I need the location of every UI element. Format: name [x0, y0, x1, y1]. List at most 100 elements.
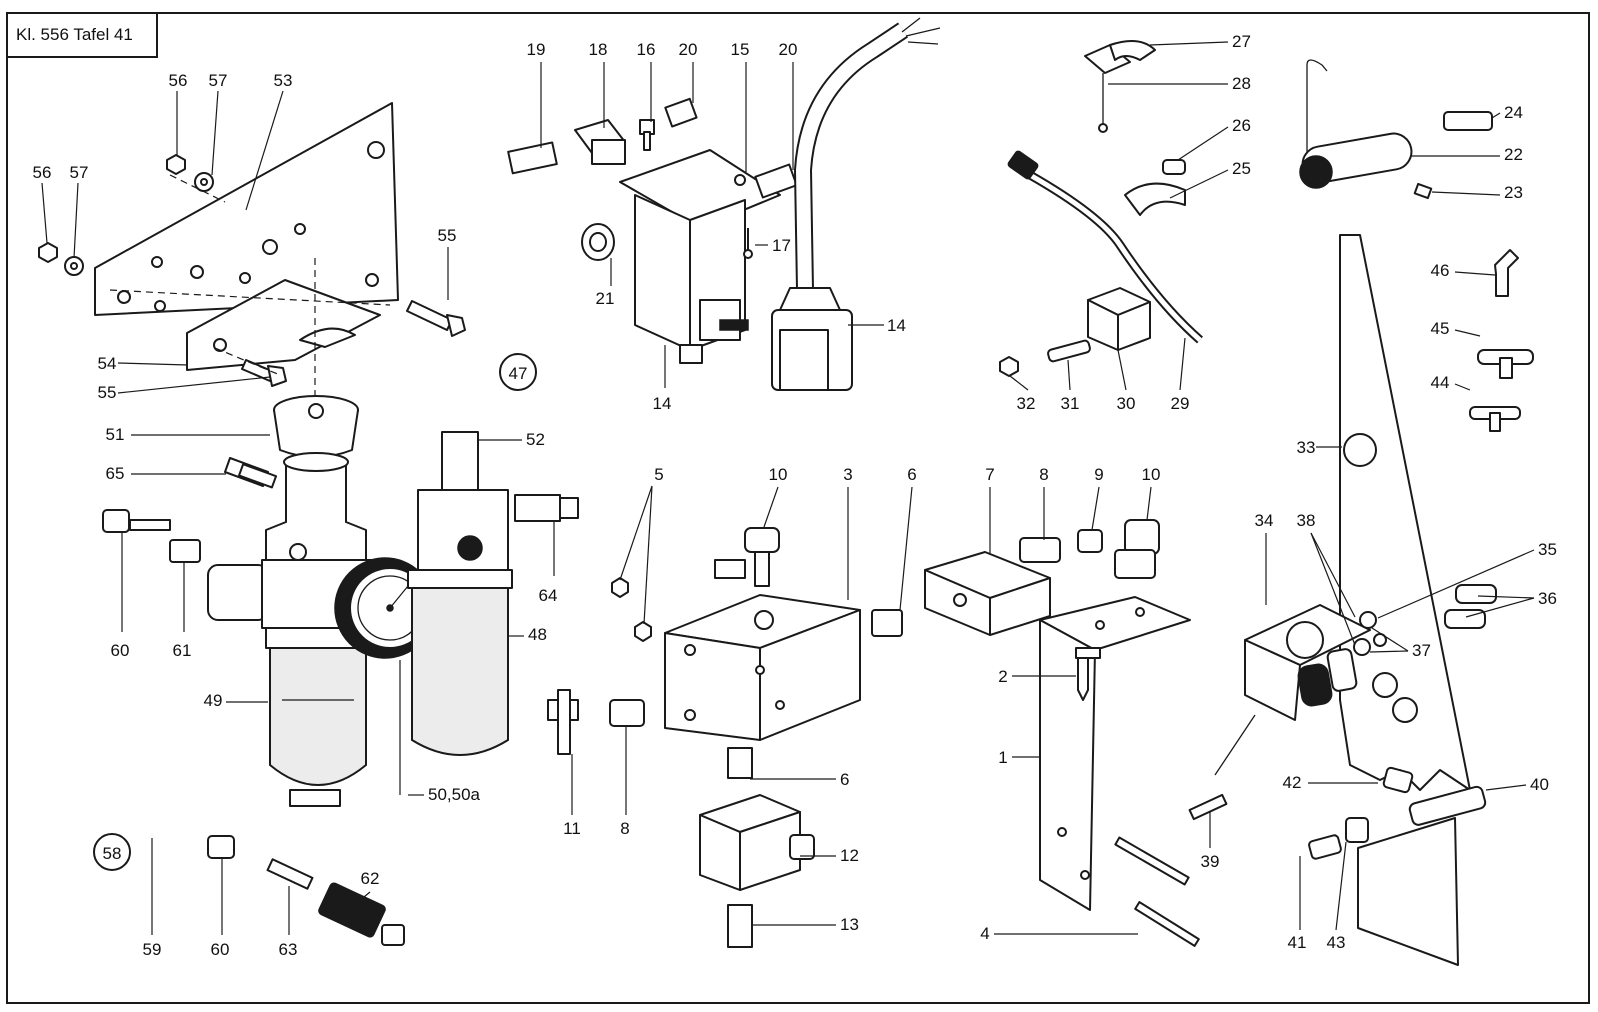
leader-line-42: [763, 486, 779, 528]
part-label-l22: 22: [1504, 145, 1523, 164]
part-label-l33: 33: [1297, 438, 1316, 457]
part-label-l10b: 10: [1142, 465, 1161, 484]
roller-22-24: [1299, 59, 1493, 200]
filter-regulator-body: [207, 452, 373, 629]
part-label-l12: 12: [840, 846, 859, 865]
leader-line-20: [245, 90, 284, 211]
part-label-l1: 1: [998, 748, 1007, 767]
part-label-l52: 52: [526, 430, 545, 449]
clamp-25-26: [1124, 159, 1186, 216]
part-label-l63: 63: [279, 940, 298, 959]
part-label-l45: 45: [1431, 319, 1450, 338]
part-label-l24: 24: [1504, 103, 1523, 122]
pin-39: [1188, 793, 1228, 821]
part-label-l55b: 55: [98, 383, 117, 402]
leader-line-70: [1477, 595, 1535, 599]
leader-line-24: [117, 362, 189, 366]
part-label-l3: 3: [843, 465, 852, 484]
leader-line-44: [899, 486, 913, 611]
fittings-8-9-10: [1019, 519, 1160, 579]
leader-line-75: [1485, 784, 1527, 791]
filter-bowl-49: [265, 627, 371, 807]
part-label-l47: 47: [509, 364, 528, 383]
screws-2-4: [1075, 647, 1200, 947]
part-label-l2: 2: [998, 667, 1007, 686]
leader-line-72: [1371, 627, 1409, 652]
part-label-l6b: 6: [840, 770, 849, 789]
block-12: [699, 794, 815, 948]
fittings-64-65: [224, 457, 579, 522]
part-label-l25: 25: [1232, 159, 1251, 178]
angle-bracket-1: [1039, 596, 1191, 911]
part-label-l53: 53: [274, 71, 293, 90]
leader-line-71: [1465, 597, 1535, 618]
part-label-l15: 15: [731, 40, 750, 59]
leader-lines: [41, 41, 1535, 935]
reference-circle-47: [499, 353, 537, 391]
part-label-l18: 18: [589, 40, 608, 59]
part-label-l42: 42: [1283, 773, 1302, 792]
leader-line-25: [117, 376, 271, 394]
hose-59: [50, 503, 201, 853]
part-label-l26: 26: [1232, 116, 1251, 135]
leader-line-14: [1169, 169, 1229, 199]
part-label-l19: 19: [527, 40, 546, 59]
part-label-l43: 43: [1327, 933, 1346, 952]
fittings-40-41-42-43: [1308, 766, 1487, 860]
drawing-frame: [6, 12, 1590, 1004]
part-label-l50: 50,50a: [428, 785, 481, 804]
part-label-l16: 16: [637, 40, 656, 59]
part-label-l62: 62: [361, 869, 380, 888]
leader-line-17: [1431, 191, 1501, 196]
valve-assembly-34-35-37-38: [1214, 584, 1497, 776]
part-label-l54: 54: [98, 354, 117, 373]
part-label-l31: 31: [1061, 394, 1080, 413]
leader-line-22: [73, 182, 79, 259]
fittings-16-18-19-20-21: [507, 97, 798, 261]
fittings-5-6-8-10-11: [547, 527, 903, 779]
part-label-l40: 40: [1530, 775, 1549, 794]
part-label-l38: 38: [1297, 511, 1316, 530]
part-label-l44: 44: [1431, 373, 1450, 392]
regulator-knob-51: [273, 395, 359, 458]
leader-line-63: [1454, 329, 1481, 337]
cable-coil-14: [771, 17, 941, 391]
plate-33: [1339, 234, 1471, 791]
part-label-l14b: 14: [887, 316, 906, 335]
clamp-27-28: [1084, 40, 1156, 133]
leader-line-15: [1491, 112, 1501, 119]
leader-line-41: [643, 485, 653, 625]
part-label-l58: 58: [103, 844, 122, 863]
part-label-l65: 65: [106, 464, 125, 483]
part-label-l6a: 6: [907, 465, 916, 484]
part-label-l49: 49: [204, 691, 223, 710]
tee-fittings-44-45-46: [1469, 249, 1534, 432]
sheet-panel: [1357, 817, 1459, 966]
hose-fittings-60-61-63-62: [102, 509, 405, 946]
part-label-l41: 41: [1288, 933, 1307, 952]
part-label-l64: 64: [539, 586, 558, 605]
leader-line-60: [1117, 349, 1127, 391]
leader-line-39: [357, 891, 371, 903]
leader-line-62: [1454, 271, 1496, 276]
solenoid-valve-15: [619, 149, 781, 364]
part-label-l46: 46: [1431, 261, 1450, 280]
part-label-l57a: 57: [209, 71, 228, 90]
lubricator-48: [407, 431, 513, 756]
part-label-l28: 28: [1232, 74, 1251, 93]
part-label-l29: 29: [1171, 394, 1190, 413]
part-label-l4: 4: [980, 924, 989, 943]
leader-line-13: [1177, 126, 1229, 161]
leader-line-21: [41, 182, 48, 244]
part-label-l57b: 57: [70, 163, 89, 182]
part-label-l7: 7: [985, 465, 994, 484]
leader-line-19: [211, 90, 219, 176]
valve-body-3: [664, 594, 861, 741]
nuts-washers-56-57: [38, 154, 214, 276]
leader-line-47: [1091, 486, 1100, 531]
part-label-l35: 35: [1538, 540, 1557, 559]
part-label-l20b: 20: [779, 40, 798, 59]
